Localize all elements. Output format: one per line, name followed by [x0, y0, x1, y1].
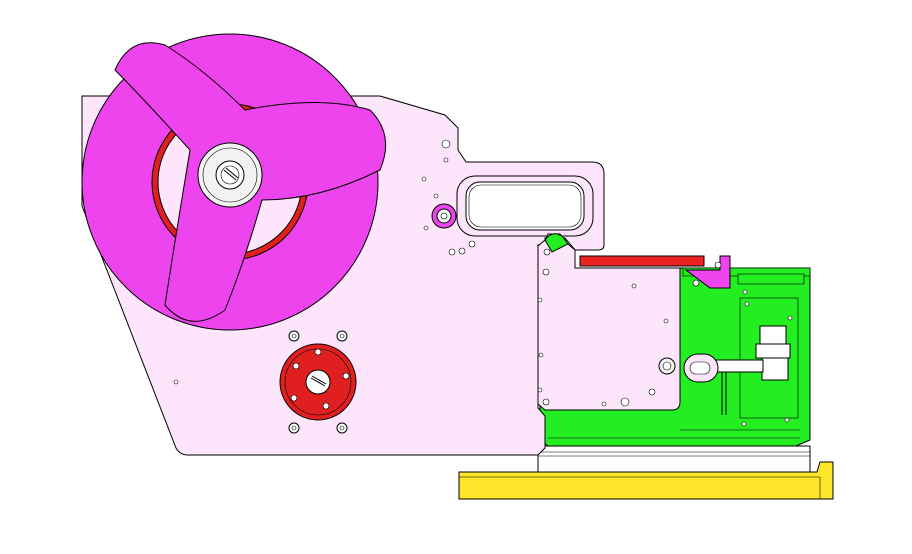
slot-arm — [456, 175, 594, 237]
yellow-base-plate — [458, 461, 834, 500]
guide-roller — [431, 203, 457, 229]
base-rail — [537, 445, 811, 473]
red-strip — [579, 255, 731, 289]
center-hub — [197, 142, 263, 208]
front-plate — [537, 233, 719, 411]
tension-adjuster-knob — [279, 330, 357, 434]
